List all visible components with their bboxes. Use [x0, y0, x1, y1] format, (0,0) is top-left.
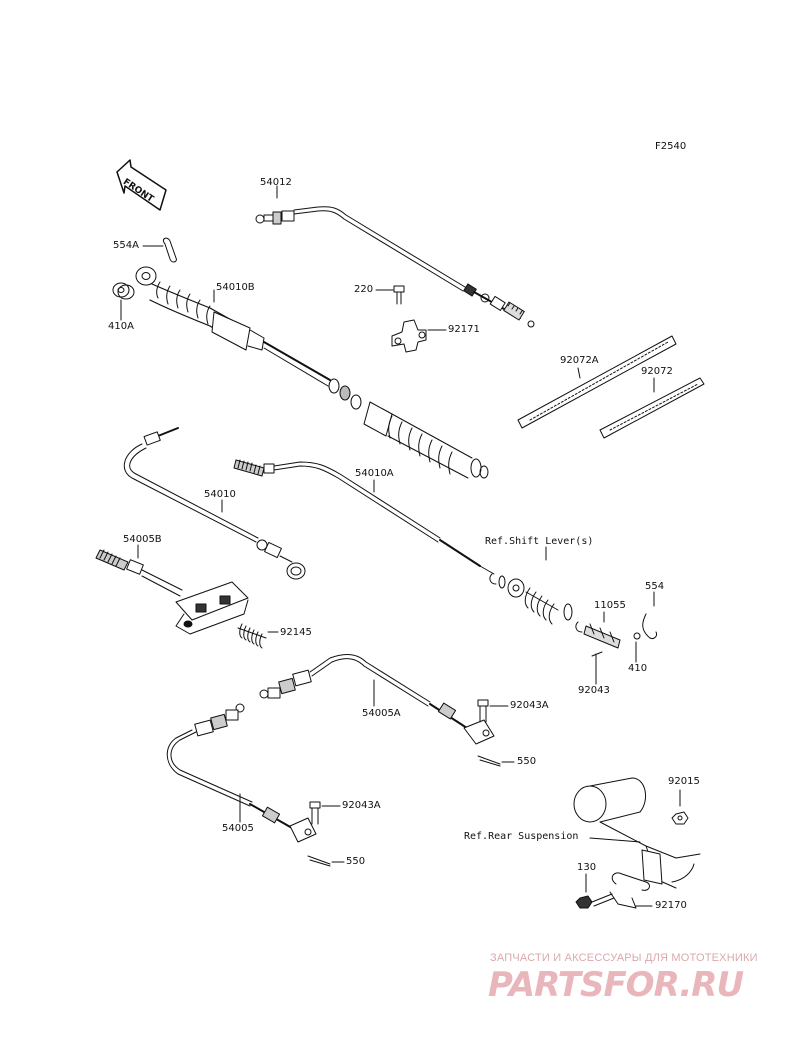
- clip-554a: [162, 237, 177, 263]
- cable-tie-92072a: [517, 335, 677, 429]
- cable-54005: [166, 703, 317, 843]
- part-label-410a: 410A: [108, 321, 134, 332]
- bolt-130: [575, 893, 615, 909]
- spring-92145: [237, 623, 267, 649]
- pin-92170: [609, 872, 650, 909]
- watermark-tagline: ЗАПЧАСТИ И АКСЕССУАРЫ ДЛЯ МОТОТЕХНИКИ: [490, 952, 758, 964]
- part-label-54005: 54005: [222, 823, 254, 834]
- bolt-220: [393, 285, 405, 305]
- cable-54010: [123, 427, 306, 580]
- shift-assembly: [489, 573, 657, 661]
- part-label-54012: 54012: [260, 177, 292, 188]
- part-label-92043: 92043: [578, 685, 610, 696]
- part-label-550-lower: 550: [346, 856, 366, 867]
- part-label-550-upper: 550: [517, 756, 537, 767]
- part-label-54005b: 54005B: [123, 534, 162, 545]
- part-label-92170: 92170: [655, 900, 687, 911]
- ref-shift-lever: Ref.Shift Lever(s): [485, 536, 594, 547]
- part-label-130: 130: [577, 862, 597, 873]
- cable-54005b: [95, 549, 249, 635]
- nut-92015: [671, 811, 689, 825]
- part-label-92015: 92015: [668, 776, 700, 787]
- part-label-92145: 92145: [280, 627, 312, 638]
- cotter-550-upper: [477, 755, 501, 767]
- part-label-92072: 92072: [641, 366, 673, 377]
- cable-tie-92072: [599, 377, 705, 439]
- cable-54010a: [233, 459, 495, 575]
- figure-code: F2540: [655, 141, 687, 152]
- part-label-54005a: 54005A: [362, 708, 401, 719]
- leader-92072a: [577, 367, 581, 379]
- watermark-logo: PARTSFOR.RU: [488, 965, 744, 1005]
- part-label-92072a: 92072A: [560, 355, 599, 366]
- part-label-54010a: 54010A: [355, 468, 394, 479]
- cable-54005a: [259, 654, 495, 745]
- cotter-550-lower: [307, 855, 331, 867]
- ref-rear-suspension: Ref.Rear Suspension: [464, 831, 579, 842]
- part-label-92171: 92171: [448, 324, 480, 335]
- part-label-554: 554: [645, 581, 665, 592]
- washer-410a: [112, 282, 135, 300]
- part-label-11055: 11055: [594, 600, 626, 611]
- part-label-220: 220: [354, 284, 374, 295]
- cable-54010b: [135, 266, 489, 479]
- part-label-410: 410: [628, 663, 648, 674]
- leader-ref-rear: [589, 837, 641, 843]
- part-label-92043a-lower: 92043A: [342, 800, 381, 811]
- rear-suspension-bracket: [573, 777, 701, 889]
- cable-54012: [255, 206, 535, 328]
- part-label-54010: 54010: [204, 489, 236, 500]
- part-label-54010b: 54010B: [216, 282, 255, 293]
- part-label-554a: 554A: [113, 240, 139, 251]
- front-arrow-icon: [116, 159, 167, 211]
- pin-92043a-upper: [477, 699, 489, 723]
- pin-92043a-lower: [309, 801, 321, 825]
- part-label-92043a-upper: 92043A: [510, 700, 549, 711]
- bracket-92171: [391, 319, 427, 353]
